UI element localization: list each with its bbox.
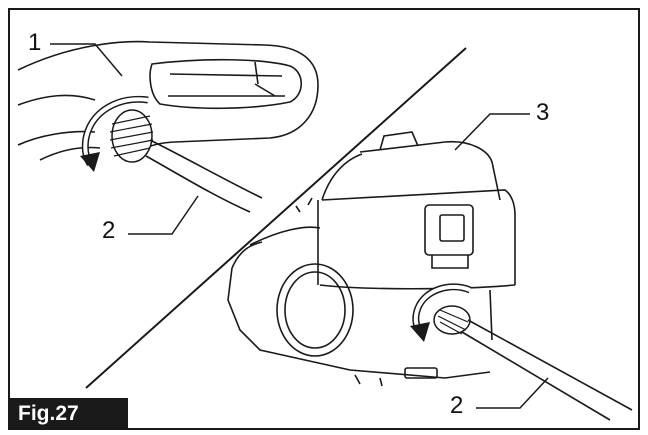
hose-connector-nut <box>109 109 154 163</box>
hose-right <box>461 319 633 421</box>
rotation-arrow-right-icon <box>410 283 472 342</box>
divider-line <box>85 47 467 389</box>
hose-connector-nut-right <box>433 305 471 335</box>
callout-3: 3 <box>536 99 550 126</box>
callout-leaders-left <box>50 43 199 235</box>
callout-2-left: 2 <box>102 217 116 244</box>
callout-leaders-right <box>454 113 549 409</box>
callout-1: 1 <box>28 29 42 56</box>
callout-2-right: 2 <box>450 392 464 419</box>
vacuum-unit-illustration <box>227 131 516 387</box>
hose-left <box>145 139 263 213</box>
handle-illustration <box>17 40 319 161</box>
figure-frame <box>8 8 640 430</box>
figure-label: Fig.27 <box>10 398 128 430</box>
rotation-arrow-icon <box>80 95 149 172</box>
